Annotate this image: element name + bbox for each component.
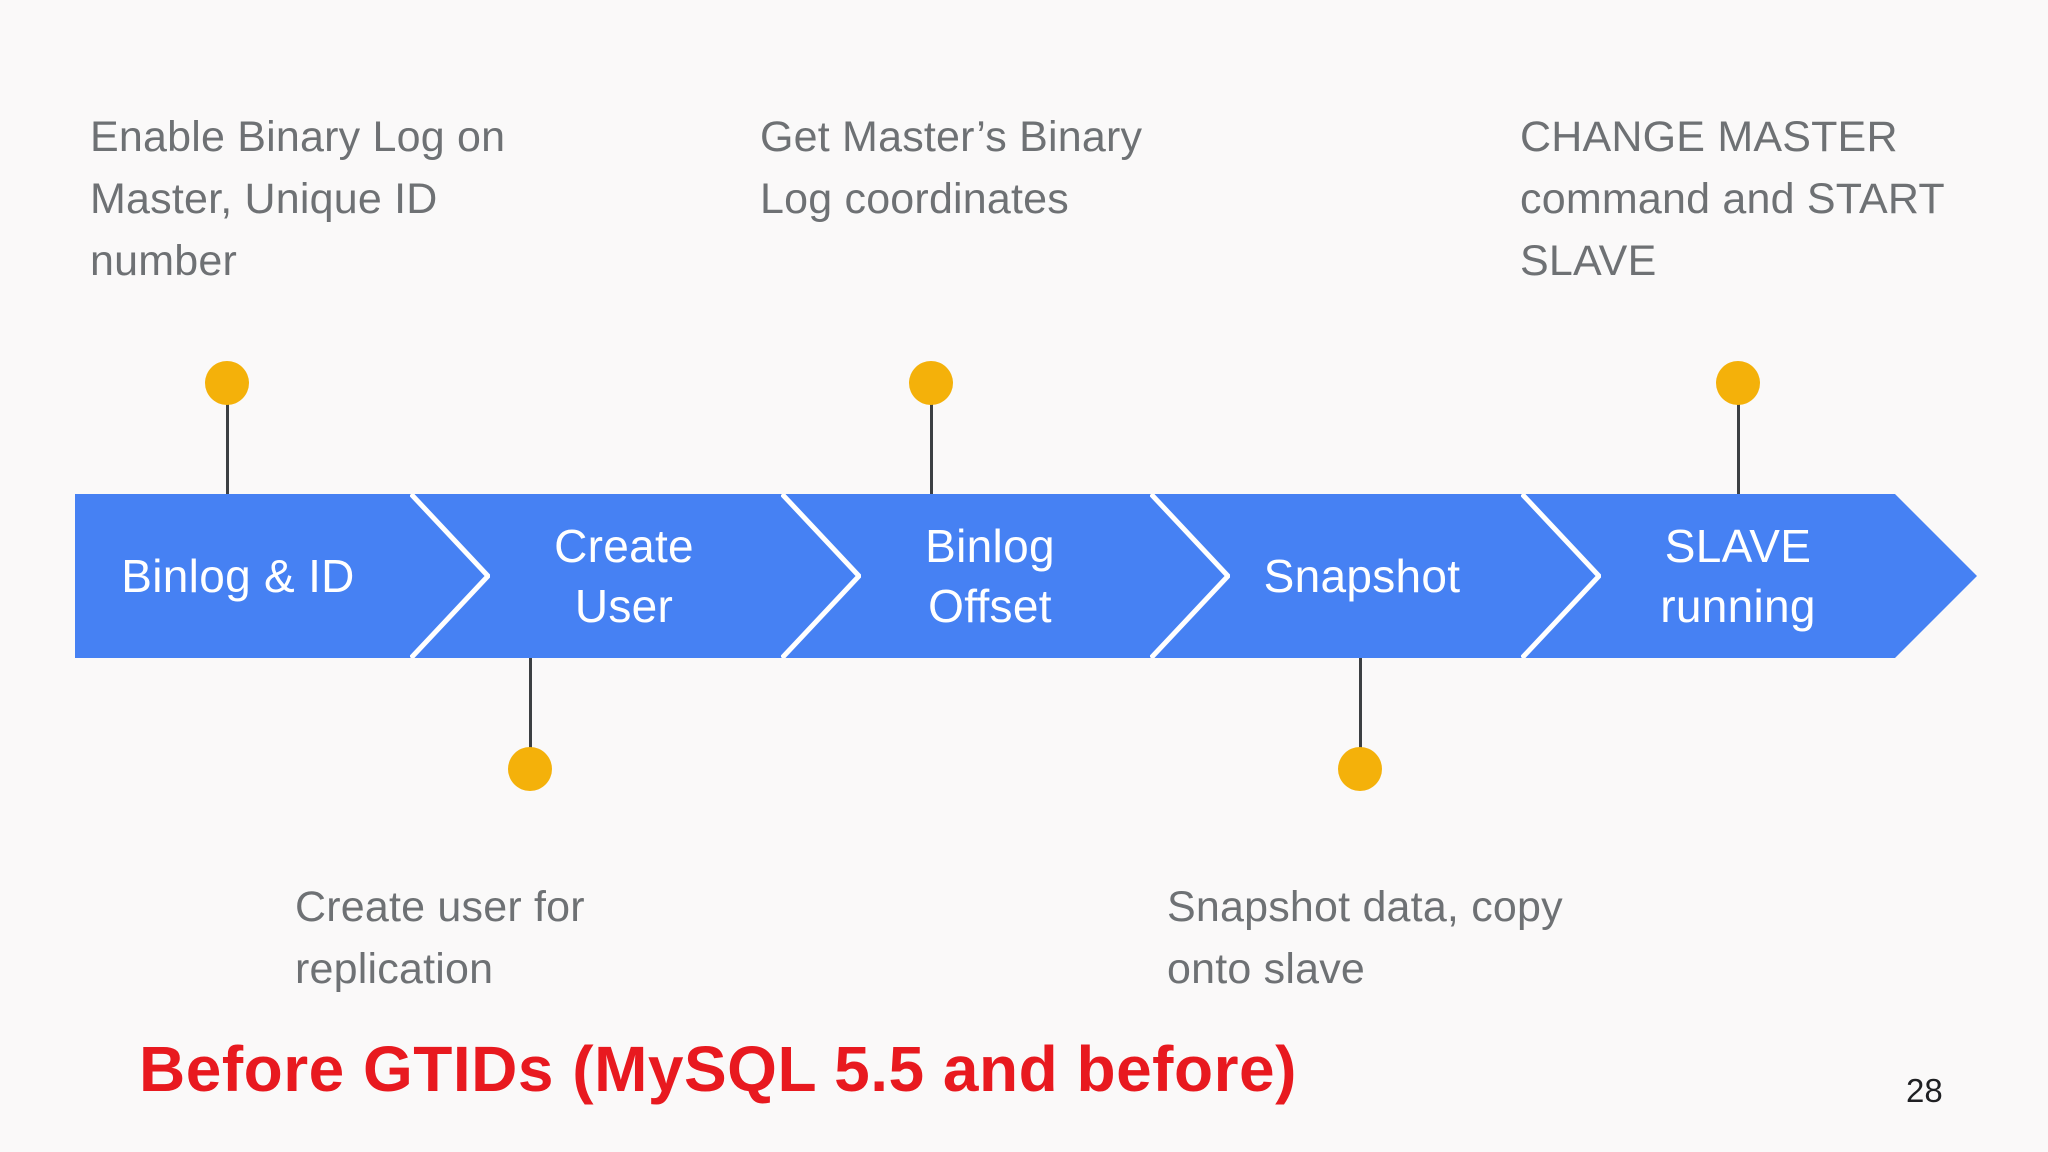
caption-snapshot: Snapshot data, copy onto slave bbox=[1167, 883, 1563, 993]
chevron-divider-icon bbox=[781, 494, 861, 658]
milestone-dot-binlog-id bbox=[205, 361, 249, 405]
caption-slave-running: CHANGE MASTER command and START SLAVE bbox=[1520, 113, 1945, 285]
process-arrow-banner: Binlog & ID Create User Binlog Offset Sn… bbox=[75, 494, 1977, 658]
step-label-slave-running: SLAVE running bbox=[1660, 520, 1816, 632]
connector-line-binlog-offset bbox=[930, 383, 933, 494]
connector-line-binlog-id bbox=[226, 383, 229, 494]
slide-title: Before GTIDs (MySQL 5.5 and before) bbox=[139, 1033, 1297, 1105]
step-label-snapshot: Snapshot bbox=[1263, 550, 1461, 602]
step-label-create-user: Create User bbox=[554, 520, 694, 632]
page-number: 28 bbox=[1906, 1072, 1943, 1109]
caption-binlog-id: Enable Binary Log on Master, Unique ID n… bbox=[90, 113, 506, 285]
chevron-divider-icon bbox=[1521, 494, 1601, 658]
connector-line-slave-running bbox=[1737, 383, 1740, 494]
caption-binlog-offset: Get Master’s Binary Log coordinates bbox=[760, 113, 1143, 223]
chevron-divider-icon bbox=[1150, 494, 1230, 658]
connector-line-create-user bbox=[529, 658, 532, 769]
milestone-dot-create-user bbox=[508, 747, 552, 791]
step-label-binlog-id: Binlog & ID bbox=[121, 550, 355, 602]
milestone-dot-slave-running bbox=[1716, 361, 1760, 405]
caption-create-user: Create user for replication bbox=[295, 883, 585, 993]
chevron-divider-icon bbox=[410, 494, 490, 658]
milestone-dot-snapshot bbox=[1338, 747, 1382, 791]
milestone-dot-binlog-offset bbox=[909, 361, 953, 405]
connector-line-snapshot bbox=[1359, 658, 1362, 769]
step-label-binlog-offset: Binlog Offset bbox=[925, 520, 1055, 632]
